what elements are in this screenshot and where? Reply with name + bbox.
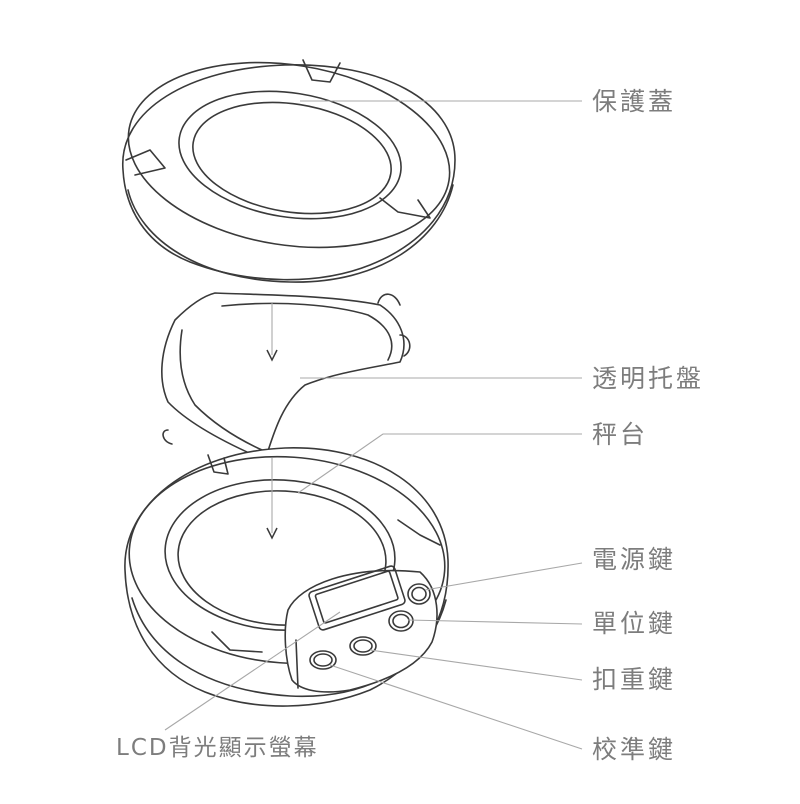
leader-calibrate bbox=[329, 664, 583, 750]
arrow-down-icon bbox=[266, 303, 278, 362]
label-power: 電源鍵 bbox=[592, 545, 677, 574]
transparent-tray bbox=[161, 292, 411, 461]
protective-cover bbox=[122, 59, 456, 283]
power-button[interactable] bbox=[407, 583, 431, 605]
leader-platform bbox=[297, 433, 582, 494]
label-tray: 透明托盤 bbox=[592, 364, 705, 393]
label-cover: 保護蓋 bbox=[592, 87, 677, 116]
leader-unit bbox=[407, 619, 583, 625]
calibrate-button[interactable] bbox=[309, 650, 337, 670]
scale-base bbox=[124, 447, 449, 707]
leader-tare bbox=[369, 649, 583, 681]
arrow-down-icon bbox=[266, 458, 278, 540]
label-tare: 扣重鍵 bbox=[592, 665, 677, 694]
leader-lcd bbox=[164, 611, 341, 731]
label-unit: 單位鍵 bbox=[592, 609, 677, 638]
tare-button[interactable] bbox=[349, 636, 377, 656]
unit-button[interactable] bbox=[388, 610, 414, 632]
label-platform: 秤台 bbox=[592, 420, 649, 449]
lcd-display bbox=[308, 565, 406, 631]
label-lcd: LCD背光顯示螢幕 bbox=[116, 735, 319, 761]
leader-power bbox=[424, 562, 583, 591]
label-calibrate: 校準鍵 bbox=[592, 735, 677, 764]
